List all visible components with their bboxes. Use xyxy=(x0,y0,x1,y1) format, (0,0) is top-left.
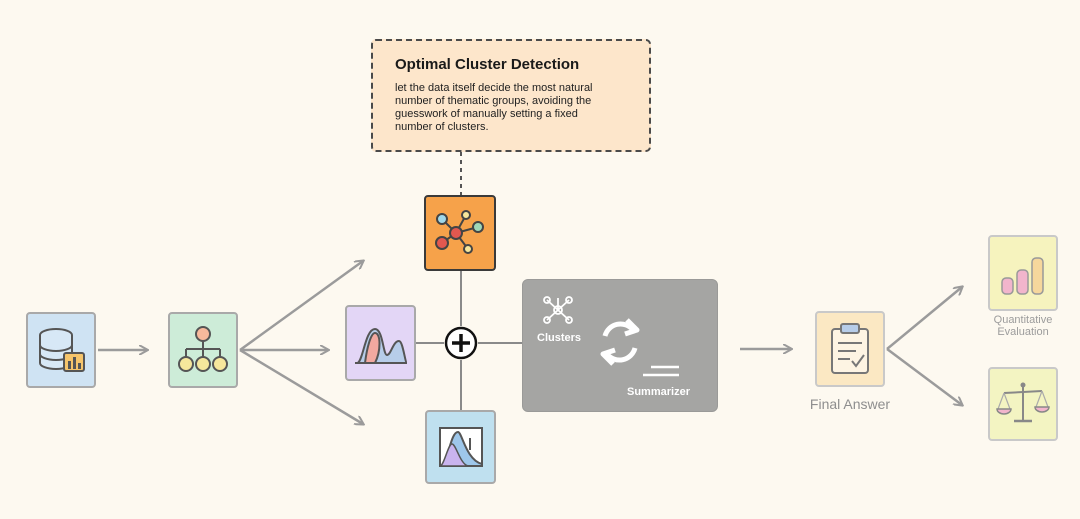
bar-chart-icon xyxy=(1001,257,1044,295)
summarizer-panel[interactable]: Clusters Summarizer xyxy=(522,279,718,412)
hierarchy-icon xyxy=(178,326,228,372)
cluster-network-icon xyxy=(543,296,573,324)
arrow-fan-up xyxy=(239,261,363,352)
arrow-answer-to-qual xyxy=(886,347,962,405)
database-chart-icon xyxy=(39,328,85,372)
arrow-fan-down xyxy=(239,348,363,424)
optimal-cluster-callout: Optimal Cluster Detection let the data i… xyxy=(371,39,651,152)
callout-body: let the data itself decide the most natu… xyxy=(395,81,593,133)
final-answer-label: Final Answer xyxy=(809,396,891,412)
quantitative-evaluation-node[interactable] xyxy=(988,235,1058,311)
distribution-curve-icon xyxy=(438,427,483,467)
summary-lines-icon xyxy=(643,365,679,377)
topic-distribution-node[interactable] xyxy=(345,305,416,381)
final-answer-node[interactable] xyxy=(815,311,885,387)
clipboard-check-icon xyxy=(831,323,869,374)
data-source-node[interactable] xyxy=(26,312,96,388)
combine-plus xyxy=(444,326,478,360)
network-graph-icon xyxy=(435,210,484,254)
balance-scale-icon xyxy=(996,382,1050,423)
callout-title: Optimal Cluster Detection xyxy=(395,56,580,73)
refresh-icon xyxy=(600,318,640,366)
plus-circle-icon xyxy=(444,326,478,360)
summarizer-label: Summarizer xyxy=(627,386,690,398)
mountain-distribution-icon xyxy=(354,327,408,364)
cluster-detection-node[interactable] xyxy=(424,195,496,271)
qualitative-evaluation-node[interactable] xyxy=(988,367,1058,441)
quantitative-evaluation-label: Quantitative Evaluation xyxy=(993,314,1053,338)
hierarchy-node[interactable] xyxy=(168,312,238,388)
distribution-node[interactable] xyxy=(425,410,496,484)
arrow-answer-to-quant xyxy=(886,287,962,350)
clusters-label: Clusters xyxy=(537,332,582,344)
